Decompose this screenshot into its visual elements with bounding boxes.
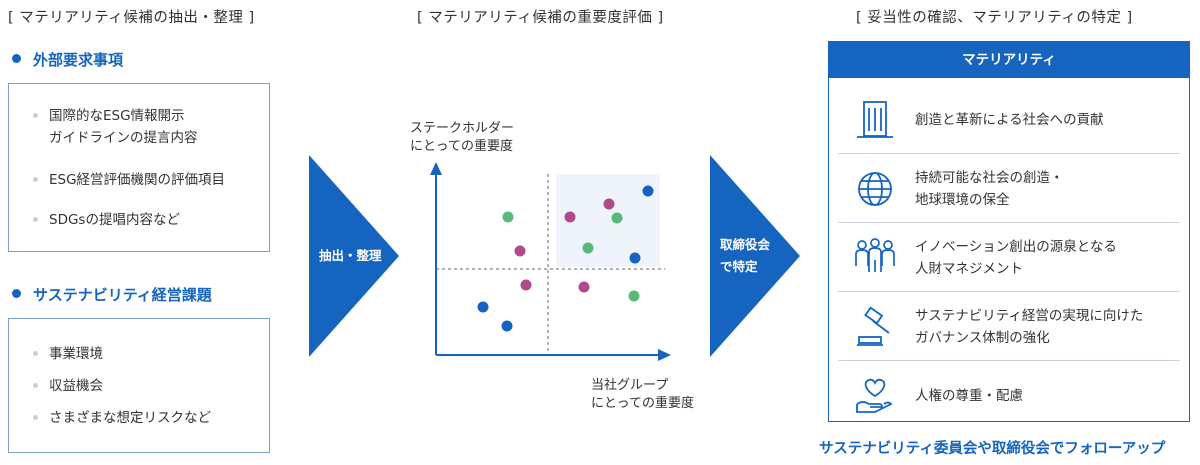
bullet-icon xyxy=(33,177,38,182)
matrix-point xyxy=(477,301,489,313)
external-requirements-label: 外部要求事項 xyxy=(33,51,124,69)
list-item-text: 収益機会 xyxy=(49,378,103,394)
list-item-text: SDGsの提唱内容など xyxy=(49,212,180,228)
identify-arrow-label: 取締役会 で特定 xyxy=(720,234,770,278)
list-item-text: ESG経営評価機関の評価項目 xyxy=(49,172,226,188)
matrix-point xyxy=(611,212,623,224)
identify-arrow-label-line1: 取締役会 xyxy=(720,237,771,252)
matrix-point xyxy=(629,252,641,264)
materiality-header: マテリアリティ xyxy=(829,42,1189,78)
materiality-item-text: 人権の尊重・配慮 xyxy=(915,387,1023,404)
gavel-icon xyxy=(857,306,890,346)
x-axis-arrow-icon xyxy=(658,349,671,361)
sustainability-issues-panel: 事業環境 収益機会 さまざまな想定リスクなど xyxy=(8,318,270,453)
list-item: さまざまな想定リスクなど xyxy=(33,407,211,429)
bullet-icon xyxy=(33,383,38,388)
people-icon xyxy=(855,238,895,272)
section-title-identify: [ 妥当性の確認、マテリアリティの特定 ] xyxy=(856,10,1133,26)
matrix-point xyxy=(578,281,590,293)
matrix-point xyxy=(628,290,640,302)
materiality-item-text: 持続可能な社会の創造・ 地球環境の保全 xyxy=(915,169,1064,208)
bullet-dot-icon xyxy=(12,289,21,298)
heart-hand-icon xyxy=(856,378,893,413)
list-item-text: 事業環境 xyxy=(49,346,103,362)
bullet-icon xyxy=(33,351,38,356)
follow-up-note: サステナビリティ委員会や取締役会でフォローアップ xyxy=(819,441,1166,457)
external-requirements-panel: 国際的なESG情報開示 ガイドラインの提言内容 ESG経営評価機関の評価項目 S… xyxy=(8,83,270,252)
bullet-icon xyxy=(33,113,38,118)
globe-icon xyxy=(858,172,892,206)
materiality-item-text: 創造と革新による社会への貢献 xyxy=(915,111,1104,128)
identify-arrow-label-line2: で特定 xyxy=(720,259,758,274)
identify-arrow xyxy=(710,155,800,357)
bullet-icon xyxy=(33,415,38,420)
materiality-box: マテリアリティ 創造と革新による社会への貢献 持続可能な社会の創造・ 地球環 xyxy=(828,41,1190,422)
materiality-item: 創造と革新による社会への貢献 xyxy=(829,85,1189,154)
matrix-point xyxy=(582,242,594,254)
external-requirements-heading: 外部要求事項 xyxy=(12,49,123,70)
materiality-item: サステナビリティ経営の実現に向けた ガバナンス体制の強化 xyxy=(829,292,1189,361)
matrix-point xyxy=(564,211,576,223)
materiality-item-text: サステナビリティ経営の実現に向けた ガバナンス体制の強化 xyxy=(915,307,1144,346)
importance-matrix xyxy=(430,162,671,361)
matrix-point xyxy=(501,320,513,332)
materiality-item: 人権の尊重・配慮 xyxy=(829,361,1189,430)
materiality-item: 持続可能な社会の創造・ 地球環境の保全 xyxy=(829,154,1189,223)
bullet-dot-icon xyxy=(12,54,21,63)
sustainability-issues-label: サステナビリティ経営課題 xyxy=(33,286,212,304)
y-axis-arrow-icon xyxy=(430,162,442,175)
matrix-point xyxy=(520,279,532,291)
matrix-point xyxy=(642,185,654,197)
list-item: SDGsの提唱内容など xyxy=(33,209,180,231)
x-axis-label: 当社グループ にとっての重要度 xyxy=(591,378,694,411)
list-item-text: 国際的なESG情報開示 ガイドラインの提言内容 xyxy=(49,108,198,146)
extract-arrow-label: 抽出・整理 xyxy=(319,248,382,263)
sustainability-issues-heading: サステナビリティ経営課題 xyxy=(12,284,212,305)
list-item: 収益機会 xyxy=(33,375,103,397)
list-item: 国際的なESG情報開示 ガイドラインの提言内容 xyxy=(33,105,198,149)
extract-arrow xyxy=(309,155,399,357)
list-item: 事業環境 xyxy=(33,343,103,365)
section-title-extract: [ マテリアリティ候補の抽出・整理 ] xyxy=(8,10,255,26)
bullet-icon xyxy=(33,217,38,222)
list-item-text: さまざまな想定リスクなど xyxy=(49,410,211,426)
matrix-point xyxy=(603,198,615,210)
y-axis-label: ステークホルダー にとっての重要度 xyxy=(410,121,515,154)
matrix-point xyxy=(502,211,514,223)
matrix-point xyxy=(514,245,526,257)
section-title-evaluate: [ マテリアリティ候補の重要度評価 ] xyxy=(417,10,664,26)
materiality-item: イノベーション創出の源泉となる 人財マネジメント xyxy=(829,223,1189,292)
materiality-item-text: イノベーション創出の源泉となる 人財マネジメント xyxy=(915,238,1117,277)
list-item: ESG経営評価機関の評価項目 xyxy=(33,169,226,191)
building-icon xyxy=(857,101,893,138)
